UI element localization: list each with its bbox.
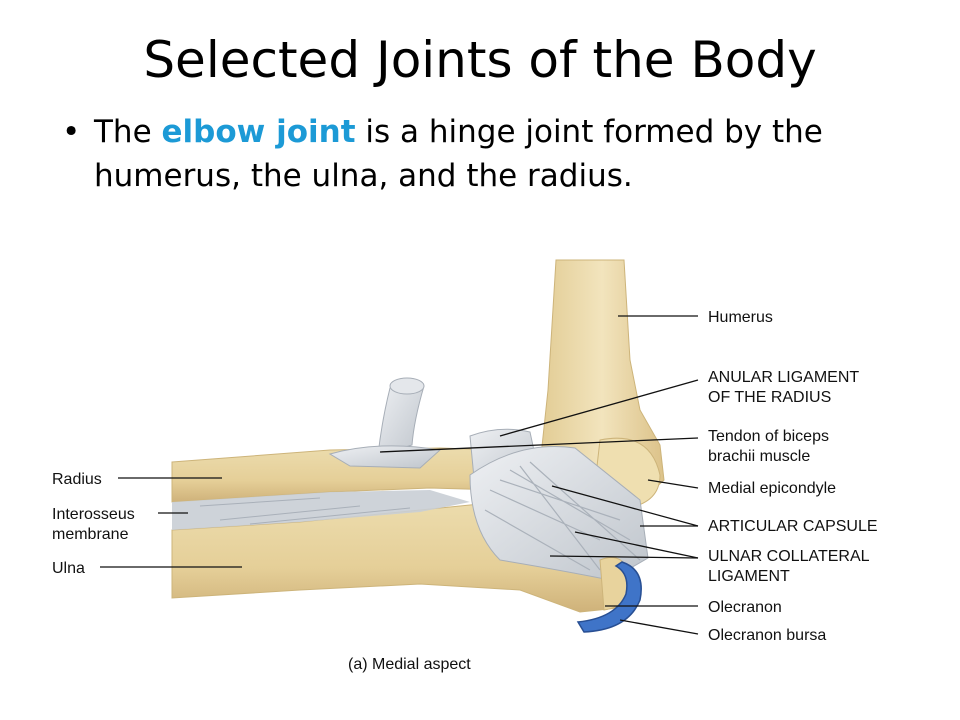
slide-title: Selected Joints of the Body [143, 31, 817, 89]
label-medial-epicondyle: Medial epicondyle [708, 480, 836, 497]
bullet-suffix: is a hinge joint formed by the humerus, … [94, 114, 823, 194]
ulnar-collateral-ligament [469, 446, 649, 581]
label-olecranon-bursa: Olecranon bursa [708, 627, 826, 644]
bullet-item: • The elbow joint is a hinge joint forme… [62, 110, 922, 198]
bullet-prefix: The [94, 114, 162, 150]
label-humerus: Humerus [708, 309, 773, 326]
label-ulnar-collateral-ligament: ULNAR COLLATERAL LIGAMENT [708, 548, 873, 585]
label-articular-capsule: ARTICULAR CAPSULE [708, 518, 878, 535]
label-olecranon: Olecranon [708, 599, 782, 616]
label-interosseus-membrane: Interosseus membrane [52, 506, 139, 543]
label-biceps-tendon: Tendon of biceps brachii muscle [708, 428, 833, 465]
bullet-dot: • [62, 114, 81, 150]
label-anular-ligament: ANULAR LIGAMENT OF THE RADIUS [708, 369, 863, 406]
bullet-highlight: elbow joint [161, 114, 356, 150]
figure-caption: (a) Medial aspect [348, 656, 471, 673]
bullet-text: The elbow joint is a hinge joint formed … [94, 110, 922, 198]
elbow-joint-diagram: Humerus ANULAR LIGAMENT OF THE RADIUS Te… [52, 259, 878, 673]
label-ulna: Ulna [52, 560, 85, 577]
label-radius: Radius [52, 471, 102, 488]
olecranon-bursa [576, 561, 642, 633]
